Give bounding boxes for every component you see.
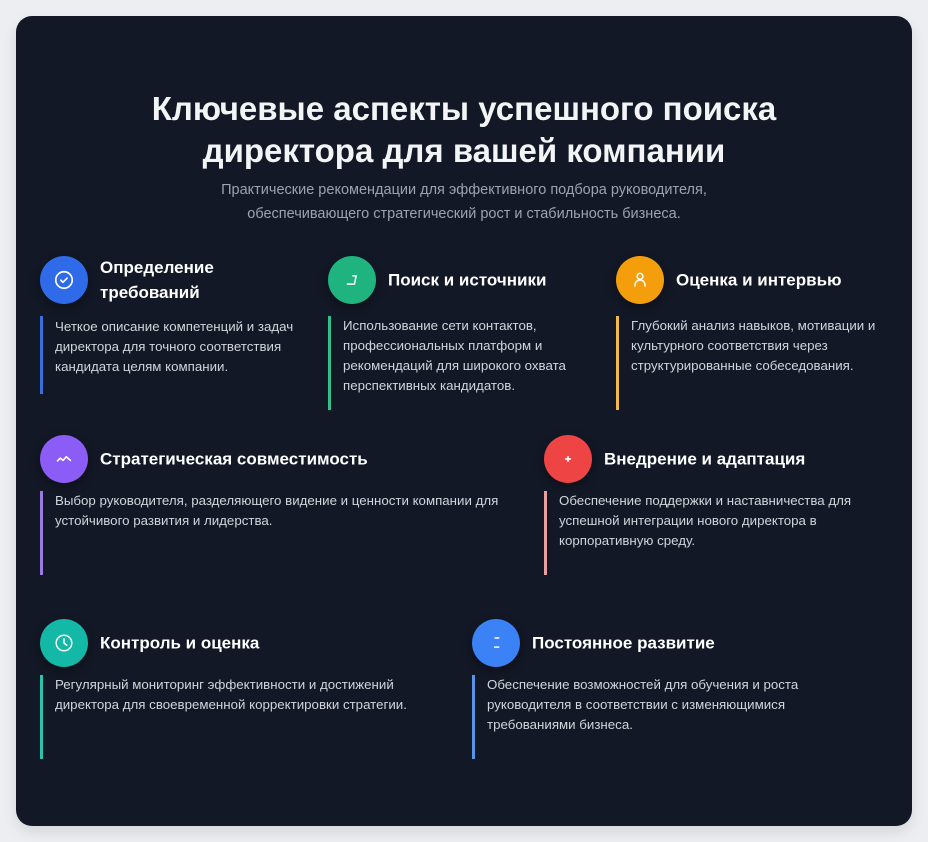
page-subtitle: Практические рекомендации для эффективно…: [16, 178, 912, 226]
aspect-title: Поиск и источники: [388, 270, 547, 290]
clock-icon: [40, 619, 88, 667]
aspect-title: Постоянное развитие: [532, 633, 715, 653]
aspect-description: Регулярный мониторинг эффективности и до…: [40, 675, 460, 759]
aspect-control: Контроль и оценка Регулярный мониторинг …: [40, 619, 460, 759]
aspect-development: Постоянное развитие Обеспечение возможно…: [472, 619, 892, 759]
aspect-title: Контроль и оценка: [100, 633, 260, 653]
aspect-description: Обеспечение возможностей для обучения и …: [472, 675, 872, 759]
search-bracket-icon: [328, 256, 376, 304]
title-line-1: Ключевые аспекты успешного поиска: [151, 90, 777, 127]
book-lines-icon: [472, 619, 520, 667]
trend-line-icon: [40, 435, 88, 483]
aspect-requirements: Определение требований Четкое описание к…: [40, 256, 320, 394]
aspect-search-sources: Поиск и источники Использование сети кон…: [328, 256, 608, 410]
aspect-description: Выбор руководителя, разделяющего видение…: [40, 491, 530, 575]
user-icon: [616, 256, 664, 304]
aspect-description: Обеспечение поддержки и наставничества д…: [544, 491, 884, 575]
aspect-description: Глубокий анализ навыков, мотивации и кул…: [616, 316, 891, 410]
aspect-title: Определение требований: [100, 258, 214, 302]
check-circle-icon: [40, 256, 88, 304]
aspect-onboarding: Внедрение и адаптация Обеспечение поддер…: [544, 435, 894, 575]
infographic-card: Ключевые аспекты успешного поиска директ…: [16, 16, 912, 826]
title-line-2: директора для вашей компании: [202, 132, 726, 169]
subtitle-line-1: Практические рекомендации для эффективно…: [221, 182, 707, 198]
aspect-title: Оценка и интервью: [676, 270, 842, 290]
plus-icon: [544, 435, 592, 483]
aspect-description: Четкое описание компетенций и задач дире…: [40, 316, 315, 394]
aspect-interview: Оценка и интервью Глубокий анализ навыко…: [616, 256, 896, 410]
aspect-description: Использование сети контактов, профессион…: [328, 316, 598, 410]
subtitle-line-2: обеспечивающего стратегический рост и ст…: [247, 206, 681, 222]
aspect-strategic-fit: Стратегическая совместимость Выбор руков…: [40, 435, 530, 575]
aspect-title: Стратегическая совместимость: [100, 449, 368, 469]
aspect-title: Внедрение и адаптация: [604, 449, 806, 469]
page-title: Ключевые аспекты успешного поиска директ…: [16, 88, 912, 172]
